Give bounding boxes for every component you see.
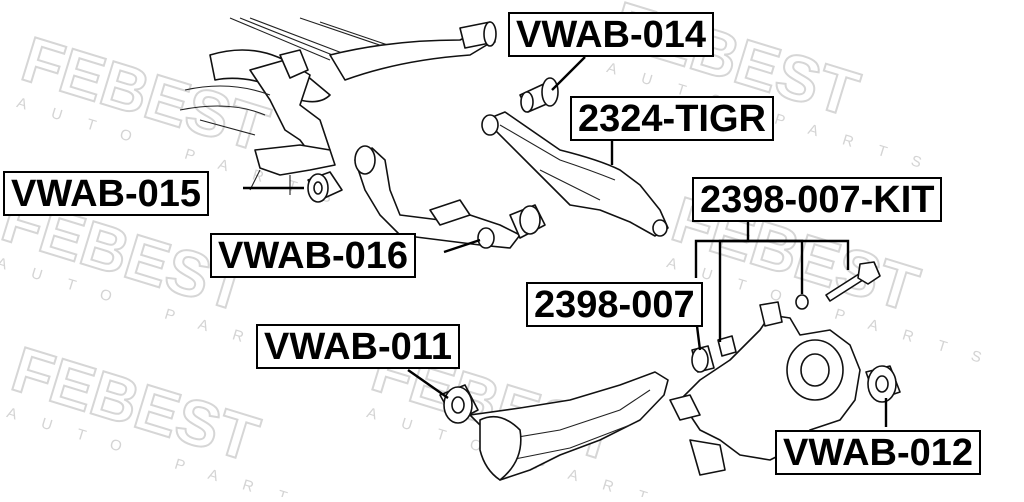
bolt-kit-2398-007-kit: [795, 261, 881, 310]
wheel-knuckle: [669, 301, 861, 476]
control-arm-2324-tigr: [481, 111, 669, 237]
part-label-vwab-012: VWAB-012: [775, 430, 982, 475]
leader-lines: [243, 56, 888, 427]
part-label-vwab-011: VWAB-011: [256, 324, 460, 369]
part-label-vwab-014: VWAB-014: [508, 12, 715, 57]
bushing-vwab-015: [307, 171, 343, 203]
part-label-2398-007: 2398-007: [526, 282, 703, 327]
bushing-vwab-014: [459, 21, 559, 113]
trailing-arm-vwab-011: [439, 371, 669, 481]
part-label-vwab-016: VWAB-016: [210, 233, 417, 278]
bushing-vwab-012: [865, 365, 901, 403]
part-label-2398-007-kit: 2398-007-KIT: [692, 177, 943, 222]
link-arm-vwab-016: [354, 145, 546, 249]
part-label-vwab-015: VWAB-015: [3, 171, 210, 216]
part-label-2324-tigr: 2324-TIGR: [570, 96, 774, 141]
subframe-drawing: [179, 17, 496, 195]
